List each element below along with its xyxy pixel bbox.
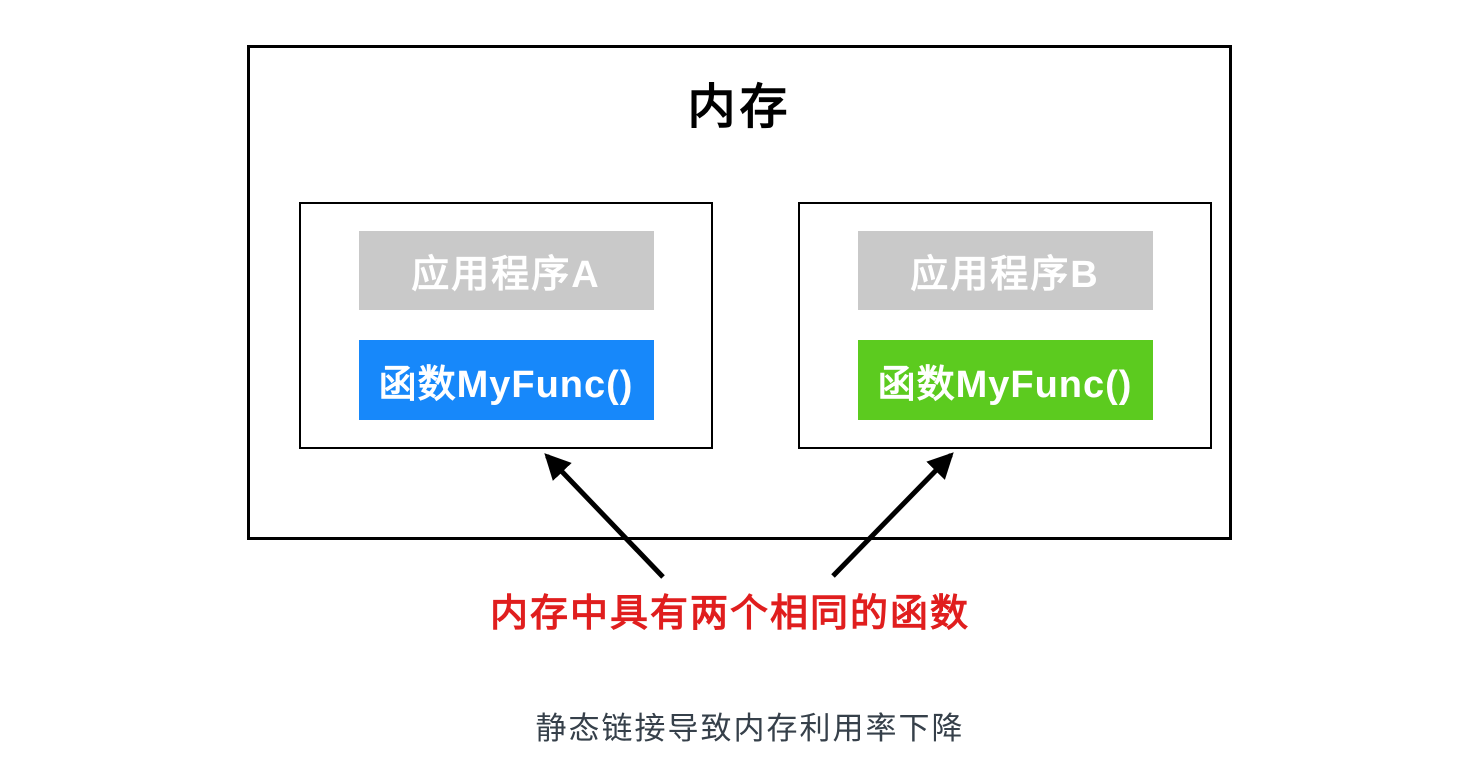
app-a-header: 应用程序A: [358, 231, 654, 310]
app-b-func-box: 函数MyFunc(): [857, 340, 1153, 420]
app-b-header: 应用程序B: [857, 231, 1153, 310]
memory-title: 内存: [687, 81, 792, 134]
caption-text: 静态链接导致内存利用率下降: [535, 711, 965, 746]
memory-container-box: 内存 应用程序A 函数MyFunc() 应用程序B 函数MyFunc(): [247, 45, 1232, 540]
app-a-func-box: 函数MyFunc(): [358, 340, 654, 420]
app-a-box: 应用程序A 函数MyFunc(): [299, 202, 713, 449]
annotation-text: 内存中具有两个相同的函数: [489, 593, 970, 635]
app-b-box: 应用程序B 函数MyFunc(): [798, 202, 1212, 449]
